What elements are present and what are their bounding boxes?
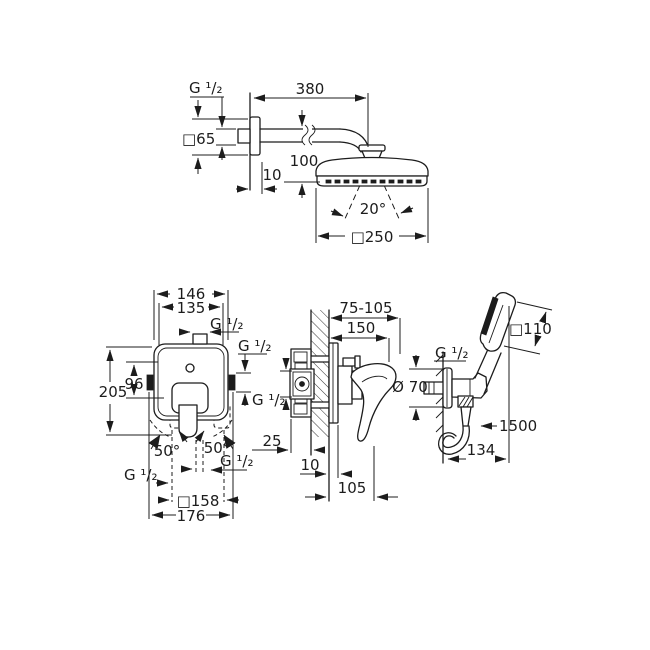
cartridge-collar	[337, 365, 353, 405]
label-spray-angle: 20°	[360, 200, 387, 218]
top-outlet-stub	[192, 333, 208, 345]
label-union-span: □158	[177, 492, 220, 510]
label-thread-top: G ¹/₂	[210, 315, 243, 333]
label-holder-reach: 134	[467, 441, 496, 459]
label-inner-height: 96	[124, 375, 143, 393]
hand-shower-handle	[474, 346, 490, 379]
lever-side-profile	[350, 363, 397, 442]
label-head-drop: 100	[290, 152, 319, 170]
pipe-break-symbol	[301, 124, 309, 146]
label-install-depth-range: 75-105	[339, 299, 392, 317]
label-arm-length: 380	[296, 80, 325, 98]
label-thread-bottom-right: G ¹/₂	[220, 452, 253, 470]
label-arm-flange: □65	[182, 130, 215, 148]
diverter-knob	[342, 357, 356, 367]
diverter-button	[185, 363, 195, 373]
label-plate-width: 146	[177, 285, 206, 303]
label-swivel-left: 50°	[154, 442, 181, 460]
ball-joint-collar	[358, 144, 386, 152]
label-body-width: 135	[177, 299, 206, 317]
label-rosette-diameter: Ø 70	[392, 378, 428, 396]
holder-rosette	[442, 367, 453, 409]
label-thread-bottom-left: G ¹/₂	[124, 466, 157, 484]
label-plate-offset: 10	[300, 456, 319, 474]
side-port-left	[146, 374, 154, 391]
shower-hose	[442, 425, 464, 449]
label-reach: 150	[347, 319, 376, 337]
diverter-knob-cap	[354, 355, 361, 369]
label-thread-right: G ¹/₂	[238, 337, 271, 355]
label-holder-thread: G ¹/₂	[435, 344, 468, 362]
mixer-front-view: 146 135 G ¹/₂ G ¹/₂ 205 96	[99, 285, 272, 525]
label-head-width: □250	[351, 228, 394, 246]
shower-head-body	[315, 156, 429, 177]
head-shower-top-view: 380 G ¹/₂ □65 100 10 20° □250	[182, 79, 429, 246]
hand-shower-face	[480, 296, 499, 336]
label-head-size: □110	[509, 320, 552, 338]
swivel-arrow-left	[148, 434, 161, 450]
label-side-thread: G ¹/₂	[252, 391, 285, 409]
arm-union-nut	[237, 128, 251, 144]
label-overall-width: 176	[177, 507, 206, 525]
label-escutcheon-depth: 10	[262, 166, 281, 184]
hand-shower-view: □110 G ¹/₂ Ø 70 1500 134	[392, 291, 553, 464]
swivel-arrow-right	[223, 434, 236, 450]
mixer-side-view: 75-105 150 G ¹/₂ 25 10 105	[252, 299, 401, 502]
label-embed-depth: 25	[262, 432, 281, 450]
label-protrusion: 105	[338, 479, 367, 497]
arm-escutcheon	[249, 116, 261, 156]
union-dashed-right	[213, 403, 231, 429]
label-hose-length: 1500	[499, 417, 537, 435]
label-arm-thread: G ¹/₂	[189, 79, 222, 97]
lever-handle	[178, 404, 198, 438]
holder-wall-hatching	[435, 354, 444, 433]
label-height: 205	[99, 383, 128, 401]
shower-head-nozzles	[325, 179, 422, 184]
holder-bracket	[451, 372, 488, 399]
label-swivel-right: 50°	[204, 439, 231, 457]
side-trim-plate	[328, 342, 339, 424]
hand-shower-grip-end	[460, 406, 472, 427]
hand-shower-head	[479, 291, 517, 352]
side-port-right	[228, 374, 236, 391]
